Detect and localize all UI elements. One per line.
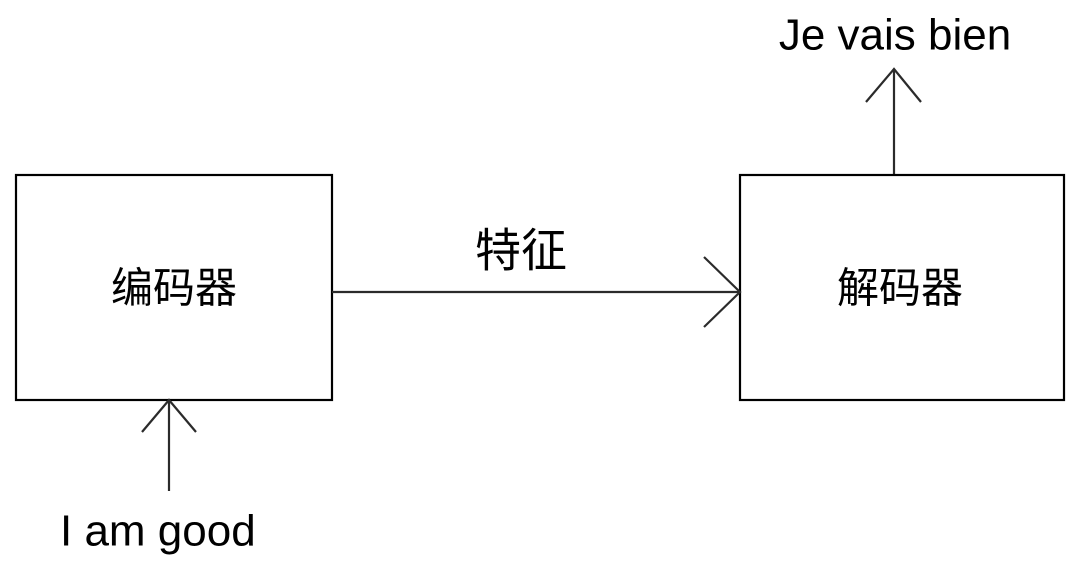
encoder-node: 编码器 — [14, 173, 334, 402]
input-to-encoder-arrow — [141, 398, 197, 491]
encoder-to-decoder-arrowhead — [703, 256, 742, 328]
decoder-label: 解码器 — [837, 264, 963, 313]
decoder-box — [738, 173, 1066, 402]
input-to-encoder-arrowhead — [141, 398, 197, 433]
encoder-box — [14, 173, 334, 402]
decoder-node: 解码器 — [738, 173, 1066, 402]
decoder-to-output-arrowhead — [865, 67, 922, 103]
input-text-label: I am good — [60, 507, 256, 556]
feature-edge-label: 特征 — [475, 224, 567, 278]
decoder-to-output-arrow — [865, 67, 922, 175]
output-text-label: Je vais bien — [779, 11, 1011, 60]
encoder-to-decoder-arrow: 特征 — [332, 224, 742, 328]
encoder-label: 编码器 — [111, 264, 237, 313]
